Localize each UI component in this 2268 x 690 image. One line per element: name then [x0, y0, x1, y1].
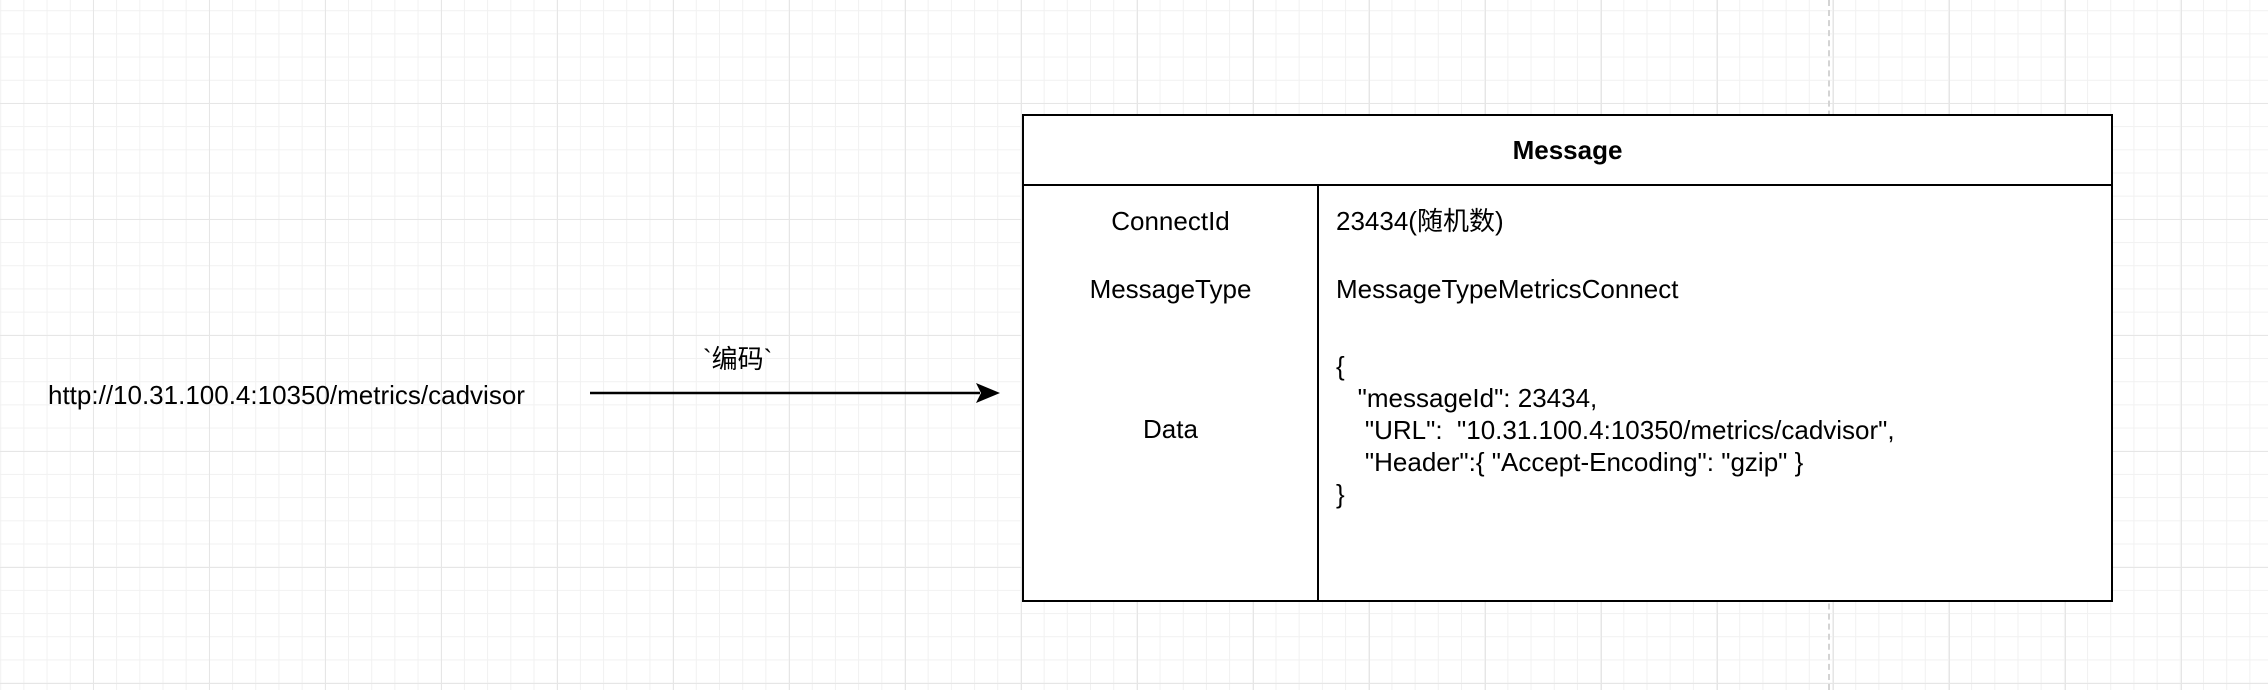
encode-arrow-label: `编码` — [703, 344, 773, 374]
source-url-label: http://10.31.100.4:10350/metrics/cadviso… — [48, 380, 525, 410]
message-type-value: MessageTypeMetricsConnect — [1336, 274, 1679, 304]
connect-id-value: 23434(随机数) — [1336, 206, 1504, 236]
message-table-title: Message — [1024, 116, 2111, 186]
message-type-key: MessageType — [1089, 274, 1252, 304]
encode-arrow — [590, 383, 1000, 403]
encode-arrow-head — [976, 383, 1000, 403]
data-key: Data — [1143, 414, 1198, 444]
connect-id-key: ConnectId — [1111, 206, 1230, 236]
column-divider — [1317, 186, 1319, 602]
data-value: { "messageId": 23434, "URL": "10.31.100.… — [1336, 351, 1895, 509]
message-table[interactable]: Message ConnectId 23434(随机数) MessageType… — [1022, 114, 2113, 602]
